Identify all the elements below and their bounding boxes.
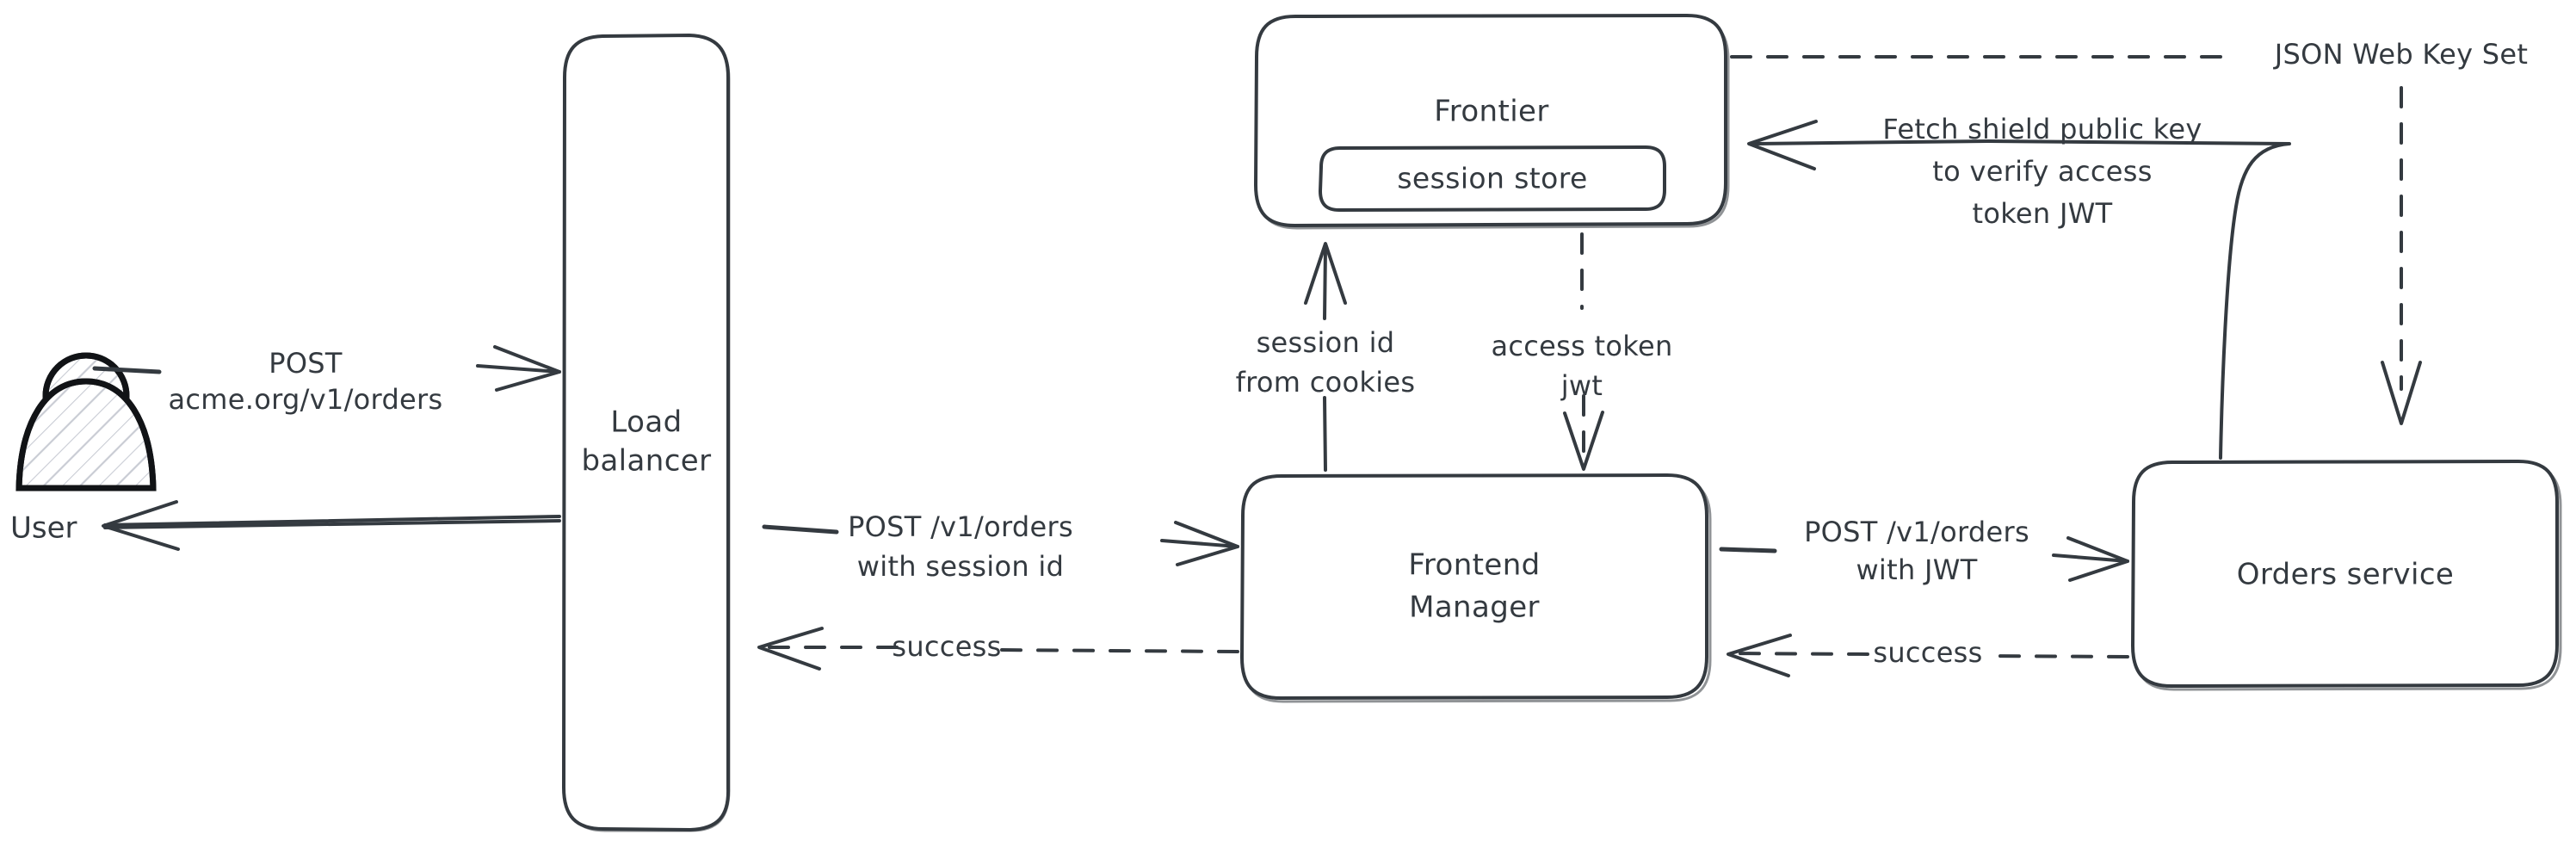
edge-frontier-to-orders-service-jwks: JSON Web Key Set — [1730, 38, 2529, 425]
edge-frontend-manager-to-load-balancer-label: success — [892, 630, 1001, 663]
node-frontier[interactable]: Frontier session store — [1253, 13, 1730, 230]
edge-frontend-manager-to-frontier-label-line1: session id — [1257, 326, 1395, 359]
edge-orders-service-to-frontier-label-line1: Fetch shield public key — [1882, 113, 2202, 145]
edge-frontier-to-frontend-manager-label-line2: jwt — [1560, 369, 1603, 402]
edge-frontend-manager-to-load-balancer: success — [757, 627, 1239, 671]
node-load-balancer[interactable]: Load balancer — [561, 33, 731, 832]
edge-orders-service-to-frontier-label-line3: token JWT — [1973, 197, 2113, 230]
edge-user-to-load-balancer-label-line1: POST — [269, 347, 343, 380]
node-frontier-label: Frontier — [1434, 95, 1549, 129]
node-load-balancer-label-line2: balancer — [581, 444, 711, 479]
edge-frontend-manager-to-orders-service-label-line1: POST /v1/orders — [1804, 516, 2029, 548]
node-frontend-manager-label-line1: Frontend — [1408, 548, 1540, 583]
edge-user-to-load-balancer-label-line2: acme.org/v1/orders — [169, 383, 443, 416]
edge-load-balancer-to-frontend-manager: POST /v1/orders with session id — [762, 510, 1239, 583]
edge-frontier-to-frontend-manager: access token jwt — [1491, 232, 1672, 471]
node-orders-service[interactable]: Orders service — [2130, 459, 2562, 691]
edge-load-balancer-to-frontend-manager-label-line2: with session id — [857, 550, 1064, 583]
edge-orders-service-to-frontend-manager-label: success — [1873, 636, 1982, 669]
user-actor-label: User — [10, 511, 77, 546]
edge-orders-service-to-frontier-label-line2: to verify access — [1932, 155, 2152, 188]
edge-frontend-manager-to-frontier: session id from cookies — [1236, 242, 1416, 472]
edge-frontier-to-frontend-manager-label-line1: access token — [1491, 330, 1672, 362]
node-session-store[interactable]: session store — [1318, 145, 1666, 213]
edge-orders-service-to-frontend-manager: success — [1727, 634, 2129, 677]
edge-frontend-manager-to-orders-service: POST /v1/orders with JWT — [1719, 516, 2129, 586]
node-orders-service-label: Orders service — [2237, 558, 2455, 592]
edge-frontier-to-orders-service-jwks-label: JSON Web Key Set — [2273, 38, 2529, 71]
node-frontend-manager-label-line2: Manager — [1409, 590, 1540, 625]
node-load-balancer-label-line1: Load — [610, 405, 682, 440]
edge-frontend-manager-to-orders-service-label-line2: with JWT — [1856, 553, 1977, 586]
edge-orders-service-to-frontier: Fetch shield public key to verify access… — [1747, 113, 2291, 460]
node-frontend-manager[interactable]: Frontend Manager — [1239, 473, 1712, 703]
edge-frontend-manager-to-frontier-label-line2: from cookies — [1236, 366, 1416, 399]
edge-user-to-load-balancer: POST acme.org/v1/orders — [92, 345, 561, 416]
node-session-store-label: session store — [1397, 162, 1587, 195]
user-icon — [15, 352, 157, 492]
edge-load-balancer-to-frontend-manager-label-line1: POST /v1/orders — [848, 510, 1073, 543]
edge-load-balancer-to-user — [102, 500, 561, 551]
user-actor: User — [10, 352, 157, 546]
